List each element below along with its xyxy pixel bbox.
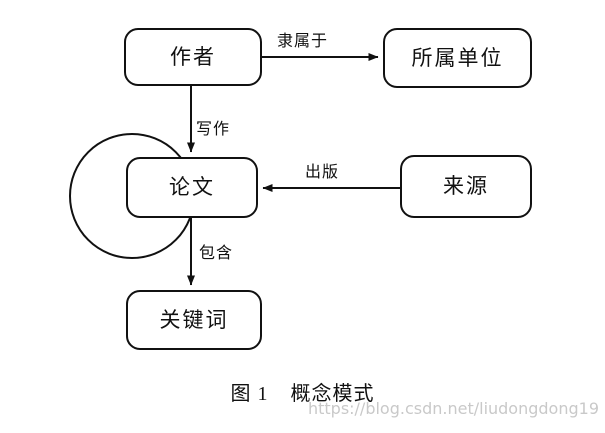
node-author[interactable]: 作者	[124, 28, 262, 86]
node-keyword[interactable]: 关键词	[126, 290, 262, 350]
node-paper-label: 论文	[169, 175, 215, 199]
node-keyword-label: 关键词	[159, 307, 229, 332]
figure-caption-prefix: 图	[230, 381, 252, 405]
node-source[interactable]: 来源	[400, 155, 532, 218]
node-author-label: 作者	[170, 44, 216, 69]
edge-label-contains: 包含	[199, 243, 234, 262]
edge-label-publishes: 出版	[305, 162, 340, 181]
figure-caption: 图 1 概念模式	[0, 377, 605, 406]
node-affiliation-label: 所属单位	[411, 45, 504, 70]
figure-caption-number: 1	[257, 383, 269, 405]
edge-label-writes: 写作	[196, 119, 231, 138]
node-affiliation[interactable]: 所属单位	[383, 28, 532, 88]
watermark-url: https://blog.csdn.net/liudongdong19	[307, 399, 599, 418]
figure-caption-title: 概念模式	[290, 381, 375, 405]
edge-label-belongs-to: 隶属于	[277, 31, 329, 50]
node-source-label: 来源	[443, 174, 489, 198]
node-paper[interactable]: 论文	[126, 157, 258, 218]
